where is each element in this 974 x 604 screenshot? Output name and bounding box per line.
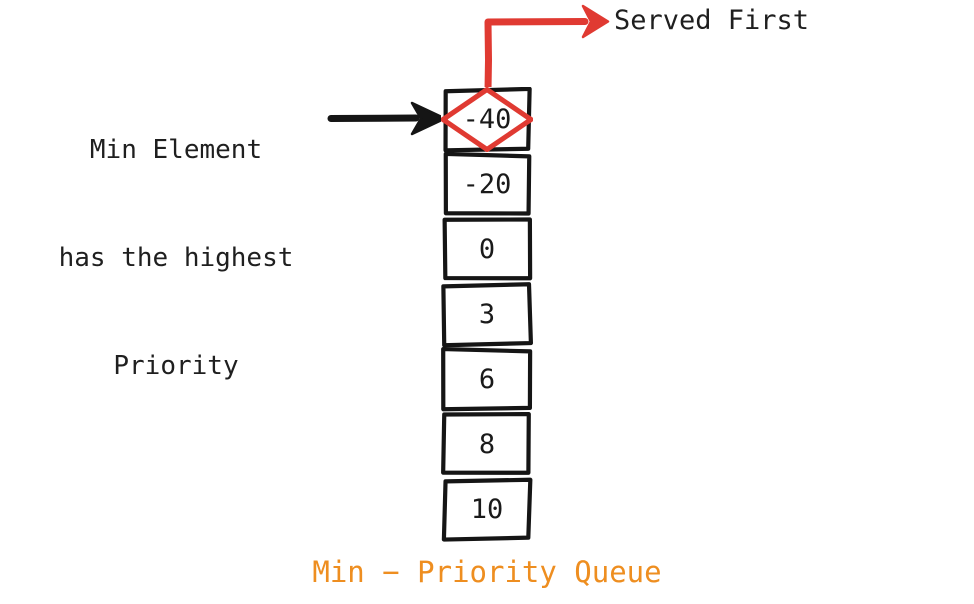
queue-cell-border [445,220,530,279]
queue-cell-value: -20 [462,169,512,200]
queue-cell-value: 0 [478,234,496,265]
min-element-arrow [327,101,447,136]
queue-cell-value: -40 [462,104,512,135]
queue-cell-border [443,284,531,345]
queue-caption: Min − Priority Queue [312,555,662,589]
min-element-note: Min Element has the highest Priority [18,60,334,420]
served-first-arrow [484,4,610,94]
queue-cell: 6 [441,347,533,412]
queue-cell: -40 [441,87,533,152]
min-element-note-line-1: Min Element [89,135,263,165]
queue-cell-border [443,414,529,473]
queue-cell: 0 [441,217,533,282]
queue-cell-border [444,480,530,540]
queue-cell: 3 [441,282,533,347]
min-element-note-line-2: has the highest [58,243,294,273]
queue-cell: 10 [441,477,533,542]
queue-cell-value: 6 [478,364,496,395]
min-priority-queue: -40 -20 0 3 6 8 10 [441,87,533,542]
queue-cell-border [446,154,530,214]
queue-cell: -20 [441,152,533,217]
served-first-label: Served First [614,5,810,36]
queue-cell-value: 3 [478,299,496,330]
min-element-note-line-3: Priority [113,351,239,381]
queue-cell: 8 [441,412,533,477]
min-element-diamond-marker [443,90,531,150]
queue-cell-border [443,349,530,409]
queue-cell-value: 8 [478,429,496,460]
queue-cell-value: 10 [470,494,504,525]
